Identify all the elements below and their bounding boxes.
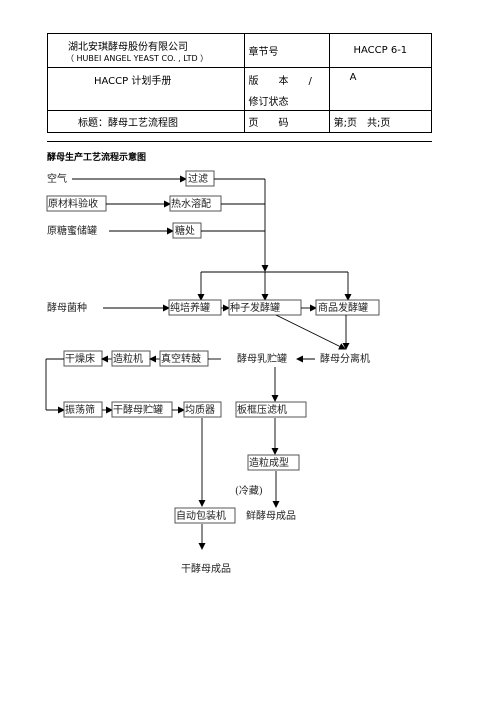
node-filter-box: [185, 170, 215, 187]
company-name-en: （ HUBEI ANGEL YEAST CO. , LTD ）: [66, 53, 209, 63]
manual-title: HACCP 计划手册: [47, 67, 245, 111]
node-commercial-fermenter-box: [315, 299, 380, 316]
node-cream-tank: 酵母乳贮罐: [237, 352, 287, 365]
chapter-value: HACCP 6-1: [328, 33, 433, 68]
node-plate-filter-box: [235, 401, 307, 418]
revision-label: 修订状态: [248, 97, 289, 108]
node-vibrating-sieve: 振荡筛: [65, 403, 95, 416]
node-auto-packer-box: [174, 507, 236, 524]
version-label: 版 本 /: [248, 76, 312, 87]
header-table: 湖北安琪酵母股份有限公司 （ HUBEI ANGEL YEAST CO. , L…: [47, 33, 433, 133]
node-raw-material-box: [46, 195, 107, 212]
page-value: 第;页 共;页: [328, 110, 433, 133]
node-filter: 过滤: [188, 172, 208, 185]
node-seed-fermenter-box: [228, 299, 302, 316]
node-dry-yeast-tank-box: [111, 401, 173, 418]
node-sugar-treatment: 糖处: [175, 224, 195, 237]
node-dry-yeast: 干酵母成品: [181, 563, 231, 575]
flowchart-heading: 酵母生产工艺流程示意图: [47, 153, 147, 163]
node-granulation: 造粒成型: [249, 456, 289, 469]
node-yeast-strain: 酵母菌种: [47, 301, 87, 314]
node-raw-material: 原材料验收: [48, 197, 98, 210]
node-granulator: 造粒机: [113, 352, 143, 365]
node-auto-packer: 自动包装机: [176, 509, 226, 522]
note-cold-storage: (冷藏): [235, 484, 263, 497]
company-name-cn: 湖北安琪酵母股份有限公司: [68, 41, 188, 53]
company-cell: 湖北安琪酵母股份有限公司 （ HUBEI ANGEL YEAST CO. , L…: [47, 33, 245, 68]
node-air: 空气: [47, 172, 67, 185]
node-fresh-yeast: 鲜酵母成品: [246, 509, 296, 522]
node-dry-yeast-tank: 干酵母贮罐: [113, 403, 163, 416]
node-vibrating-sieve-box: [63, 401, 103, 418]
node-hot-water-box: [169, 195, 222, 212]
node-commercial-fermenter: 商品发酵罐: [318, 301, 368, 314]
node-seed-fermenter: 种子发酵罐: [230, 301, 280, 314]
node-pure-culture: 纯培养罐: [170, 301, 210, 314]
node-separator: 酵母分离机: [320, 352, 370, 365]
node-pure-culture-box: [168, 299, 222, 316]
node-granulation-box: [247, 454, 300, 471]
node-homogenizer-box: [183, 401, 222, 418]
node-homogenizer: 均质器: [185, 404, 215, 416]
node-molasses-tank: 原糖蜜储罐: [47, 224, 97, 237]
node-hot-water: 热水溶配: [171, 197, 211, 210]
node-plate-filter: 板框压滤机: [237, 403, 287, 416]
node-sugar-box: [172, 222, 202, 239]
separator-line: [47, 141, 432, 142]
node-vacuum-drum: 真空转鼓: [161, 352, 201, 365]
node-vacuum-drum-box: [159, 350, 209, 367]
node-dryer-bed: 干燥床: [65, 352, 95, 365]
version-cell: 版 本 / 修订状态: [243, 67, 330, 111]
